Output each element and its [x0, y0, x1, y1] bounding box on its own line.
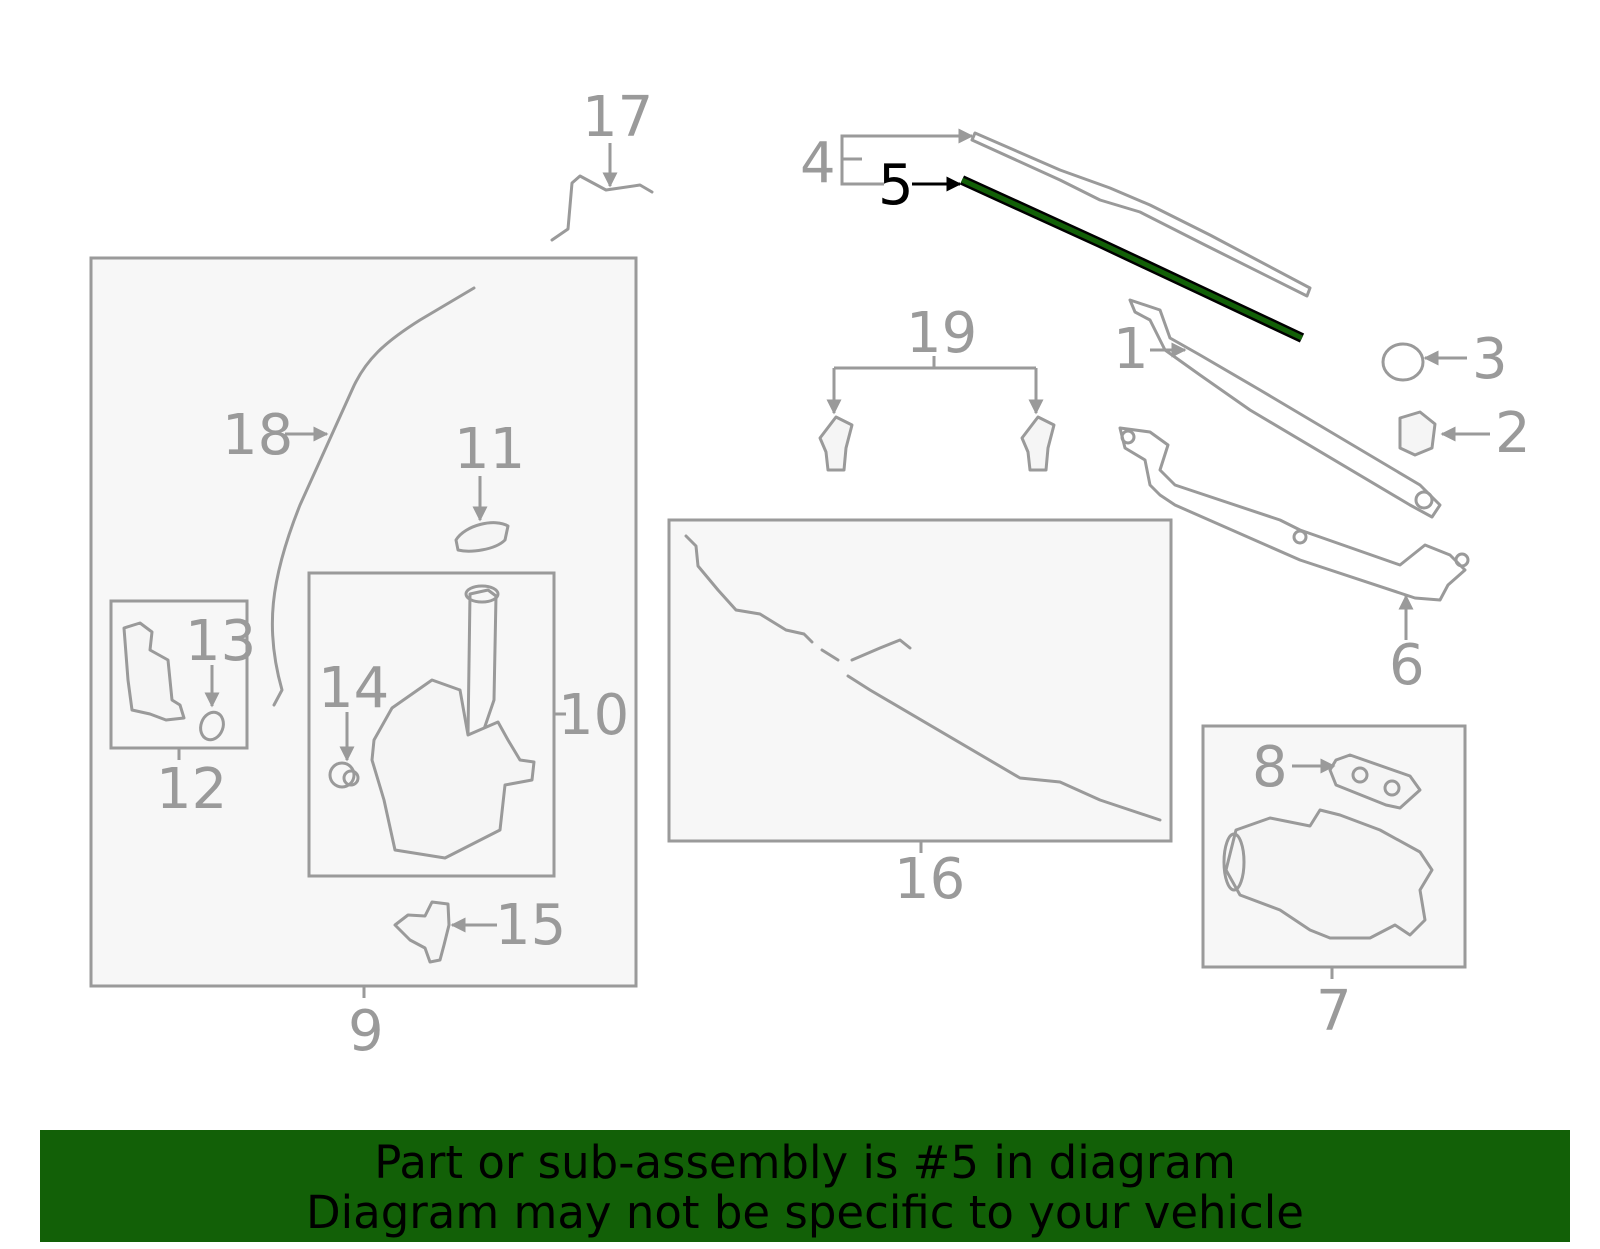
part-10-filler-top: [464, 584, 500, 604]
callout-9: 9: [348, 999, 384, 1064]
part-8-hole-right: [1383, 779, 1401, 797]
part-19-clip-right: [1020, 415, 1056, 472]
callout-16: 16: [894, 847, 965, 912]
part-6-linkage: [1118, 426, 1467, 602]
callout-5: 5: [878, 153, 914, 218]
leader-4: [840, 134, 972, 186]
info-banner: Part or sub-assembly is #5 in diagram Di…: [40, 1130, 1570, 1242]
part-7-motor-end: [1222, 832, 1246, 892]
part-11-cap: [454, 521, 510, 553]
part-8-gasket: [1328, 753, 1422, 810]
part-19-clip-left: [818, 415, 854, 472]
part-3-cap: [1381, 342, 1425, 382]
parts-diagram: 1 2 3 4 5 6 7 8 9 10 11 12 13 14 15 16 1…: [89, 85, 1531, 1064]
part-8-hole-left: [1351, 766, 1369, 784]
callout-3: 3: [1472, 327, 1508, 392]
part-7-motor: [1224, 808, 1434, 940]
callout-19: 19: [906, 301, 977, 366]
box-16: [667, 518, 1173, 843]
part-16-hose-long: [846, 674, 1162, 822]
part-18-hose: [270, 286, 476, 707]
part-6-joint-right: [1454, 552, 1470, 568]
part-6-joint-left: [1120, 429, 1136, 445]
banner-line-2: Diagram may not be specific to your vehi…: [306, 1186, 1304, 1239]
callout-13: 13: [185, 609, 256, 674]
part-16-hose-mid: [820, 638, 912, 662]
callout-17: 17: [582, 85, 653, 150]
part-17-hose: [550, 174, 654, 242]
part-14-grommet: [328, 761, 356, 789]
callout-1: 1: [1113, 317, 1149, 382]
callout-2: 2: [1495, 401, 1531, 466]
callout-8: 8: [1252, 735, 1288, 800]
callout-18: 18: [222, 403, 293, 468]
part-4-blade: [970, 131, 1312, 298]
part-5-refill-highlight: [960, 177, 1304, 341]
part-2-nut: [1398, 410, 1437, 457]
part-1-pivot: [1414, 490, 1434, 510]
callout-12: 12: [156, 757, 227, 822]
callout-4: 4: [800, 131, 836, 196]
part-6-joint-mid: [1292, 529, 1308, 545]
part-12-pump: [122, 621, 186, 722]
leader-19: [834, 356, 1036, 370]
callout-11: 11: [454, 417, 525, 482]
part-16-hose: [684, 534, 814, 644]
callout-15: 15: [495, 893, 566, 958]
part-14-grommet-inner: [342, 769, 360, 787]
part-10-tank: [370, 678, 536, 860]
callout-14: 14: [318, 656, 389, 721]
callout-10: 10: [558, 683, 629, 748]
callout-7: 7: [1316, 979, 1352, 1044]
banner-line-1: Part or sub-assembly is #5 in diagram: [374, 1136, 1236, 1189]
part-13-ring: [199, 710, 225, 742]
callout-6: 6: [1389, 633, 1425, 698]
part-15-pump: [393, 900, 451, 964]
